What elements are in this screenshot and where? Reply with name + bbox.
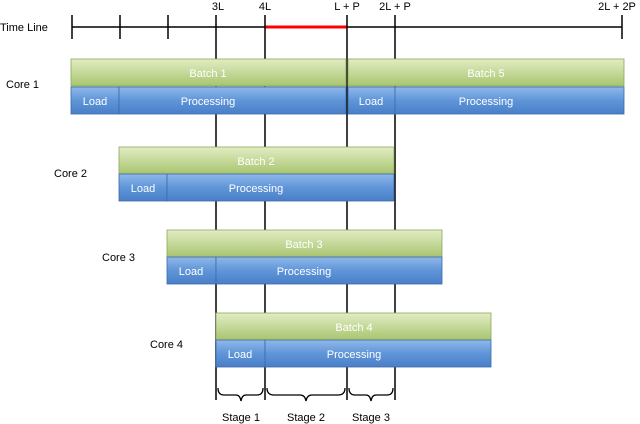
core-4-label: Core 4 xyxy=(150,339,183,351)
stage-3-bracket xyxy=(348,387,394,402)
timeline-label: Time Line xyxy=(0,22,48,34)
core-3-row: Core 3 Batch 3 Load Processing xyxy=(102,229,443,285)
core-2-row: Core 2 Batch 2 Load Processing xyxy=(54,146,395,202)
batch-1-bar xyxy=(70,58,347,87)
stage-brackets xyxy=(217,387,394,402)
batch-3-processing-label: Processing xyxy=(277,266,331,278)
batch-1-processing-label: Processing xyxy=(181,96,235,108)
batch-4-bar xyxy=(215,312,492,341)
batch-2-bar xyxy=(118,146,395,175)
batch-5-load-label: Load xyxy=(359,96,383,108)
batch-4-processing-bar xyxy=(264,339,492,368)
tick-label-l-plus-p: L + P xyxy=(334,1,360,13)
batch-2-processing-label: Processing xyxy=(229,183,283,195)
tick-label-4l: 4L xyxy=(259,1,271,13)
batch-2-processing-bar xyxy=(166,173,395,202)
batch-2-load-bar xyxy=(118,173,168,202)
tick-label-3l: 3L xyxy=(212,1,224,13)
timeline: Time Line 3L 4L L + P 2L + P 2L + 2P xyxy=(0,1,636,39)
batch-5-processing-label: Processing xyxy=(459,96,513,108)
batch-3-processing-bar xyxy=(215,256,443,285)
core-1-label: Core 1 xyxy=(6,79,39,91)
batch-5-processing-bar xyxy=(394,86,625,115)
stage-3-label: Stage 3 xyxy=(352,412,390,424)
stage-1-label: Stage 1 xyxy=(222,412,260,424)
batch-3-bar xyxy=(166,229,443,258)
batch-3-load-bar xyxy=(166,256,217,285)
batch-4-processing-label: Processing xyxy=(327,349,381,361)
batch-1-processing-bar xyxy=(118,86,347,115)
core-3-label: Core 3 xyxy=(102,252,135,264)
batch-2-label: Batch 2 xyxy=(237,156,274,168)
batch-5-load-bar xyxy=(347,86,396,115)
batch-3-label: Batch 3 xyxy=(285,239,322,251)
stage-2-label: Stage 2 xyxy=(287,412,325,424)
batch-2-load-label: Load xyxy=(131,183,155,195)
stage-2-bracket xyxy=(266,387,346,402)
batch-1-load-label: Load xyxy=(83,96,107,108)
stage-1-bracket xyxy=(217,387,264,402)
tick-label-2l-plus-2p: 2L + 2P xyxy=(598,1,636,13)
core-4-row: Core 4 Batch 4 Load Processing xyxy=(150,312,492,368)
batch-1-label: Batch 1 xyxy=(189,68,226,80)
batch-4-load-label: Load xyxy=(228,349,252,361)
core-2-label: Core 2 xyxy=(54,168,87,180)
core-1-row: Core 1 Batch 1 Load Processing Batch 5 L… xyxy=(6,58,625,115)
batch-5-label: Batch 5 xyxy=(467,68,504,80)
batch-5-bar xyxy=(347,58,625,87)
batch-1-load-bar xyxy=(70,86,120,115)
batch-4-load-bar xyxy=(215,339,266,368)
tick-label-2l-plus-p: 2L + P xyxy=(379,1,411,13)
batch-3-load-label: Load xyxy=(179,266,203,278)
batch-4-label: Batch 4 xyxy=(335,322,372,334)
